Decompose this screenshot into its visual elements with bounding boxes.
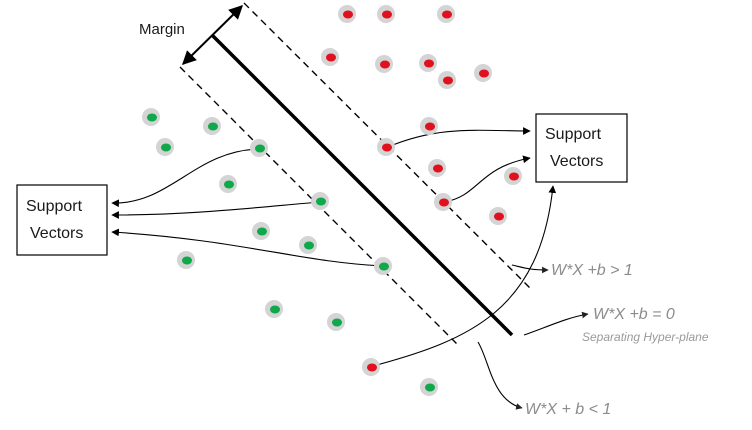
positive-point — [362, 358, 380, 376]
support-vectors-left-line2: Vectors — [30, 225, 83, 242]
positive-point — [437, 5, 455, 23]
arrow-sv-red-1-to-box — [387, 127, 531, 148]
negative-point — [177, 251, 195, 269]
positive-point — [420, 117, 438, 135]
positive-point — [504, 167, 522, 185]
positive-point — [377, 5, 395, 23]
arrow-sv-green-2-to-box — [111, 201, 321, 219]
negative-point — [252, 222, 270, 240]
hyperplane-caption: Separating Hyper-plane — [582, 330, 709, 344]
pointer-eq-zero — [523, 311, 589, 336]
equation-positive: W*X +b > 1 — [551, 262, 633, 279]
support-vectors-box-right — [535, 113, 628, 183]
points-positive-class — [321, 5, 522, 376]
equation-zero: W*X +b = 0 — [593, 306, 675, 323]
arrow-sv-green-1-to-box — [111, 148, 261, 208]
positive-point — [434, 193, 452, 211]
support-vectors-left-line1: Support — [26, 198, 83, 215]
negative-point — [142, 108, 160, 126]
support-vectors-right-line2: Vectors — [550, 153, 603, 170]
pointer-eq-positive — [511, 264, 549, 274]
negative-point — [265, 300, 283, 318]
points-negative-class — [142, 108, 438, 396]
separating-hyperplane-line — [210, 33, 514, 337]
positive-point — [489, 207, 507, 225]
positive-point — [428, 159, 446, 177]
pointer-eq-negative — [477, 341, 523, 410]
margin-label: Margin — [139, 21, 185, 38]
support-vectors-box-left — [16, 184, 108, 256]
negative-point — [327, 313, 345, 331]
negative-point — [420, 378, 438, 396]
negative-point — [156, 138, 174, 156]
positive-point — [321, 48, 339, 66]
positive-point — [474, 64, 492, 82]
positive-point — [375, 55, 393, 73]
support-vectors-right-line1: Support — [545, 126, 602, 143]
arrow-sv-green-3-to-box — [111, 228, 384, 267]
positive-point — [377, 138, 395, 156]
negative-point — [311, 192, 329, 210]
positive-point — [338, 5, 356, 23]
equation-negative: W*X + b < 1 — [525, 401, 611, 418]
arrow-sv-red-2-to-box — [444, 155, 531, 203]
positive-point — [438, 71, 456, 89]
negative-point — [219, 175, 237, 193]
positive-margin-boundary — [243, 2, 533, 291]
negative-point — [374, 257, 392, 275]
negative-point — [203, 117, 221, 135]
positive-point — [419, 54, 437, 72]
arrow-sv-red-3-to-box — [372, 185, 557, 367]
margin-arrow — [182, 5, 243, 65]
negative-point — [299, 236, 317, 254]
negative-point — [250, 139, 268, 157]
